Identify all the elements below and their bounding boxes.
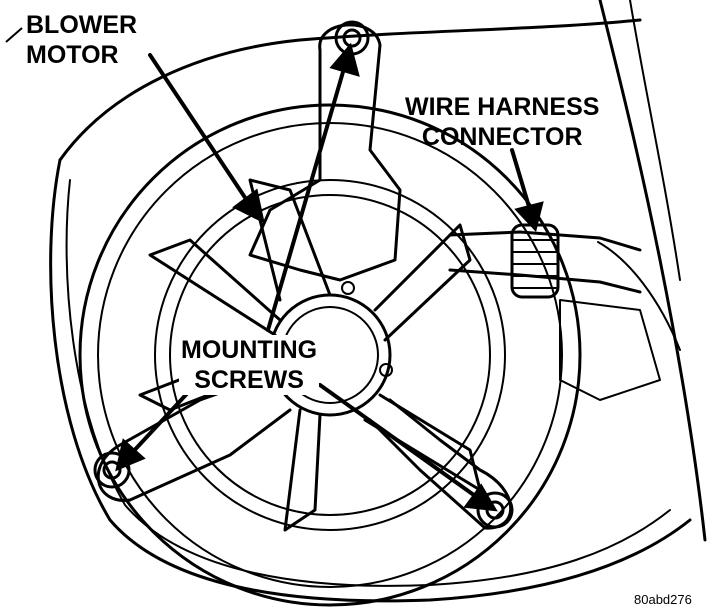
wire-harness-label-line1: WIRE HARNESS xyxy=(405,93,600,121)
left-screw-boss xyxy=(93,451,131,489)
mounting-screws-label-line2: SCREWS xyxy=(194,366,304,394)
mounting-screws-label: MOUNTING SCREWS xyxy=(179,335,320,395)
screws-leader-right xyxy=(318,383,480,500)
hub-screw-1 xyxy=(341,281,355,295)
fan-blade-2 xyxy=(373,223,472,342)
screws-arrowhead-right xyxy=(463,483,498,512)
blower-motor-label: BLOWER MOTOR xyxy=(26,10,137,70)
wire-harness xyxy=(448,230,642,252)
right-panel-edge xyxy=(598,0,707,542)
blower-tick xyxy=(5,27,23,43)
housing-outline xyxy=(49,158,692,603)
right-screw-boss xyxy=(476,491,514,529)
screws-leader-top xyxy=(266,63,347,332)
connector-ribs xyxy=(513,239,557,289)
blower-ring-3 xyxy=(154,179,506,531)
wire-harness-2 xyxy=(448,268,642,294)
housing-top-edge xyxy=(58,18,642,162)
right-panel-detail xyxy=(559,299,661,401)
figure-id: 80abd276 xyxy=(634,592,692,607)
wire-harness-label-line2: CONNECTOR xyxy=(421,123,583,151)
fan-blade-1 xyxy=(248,178,332,302)
fan-blade-3 xyxy=(363,393,482,492)
blower-arrowhead xyxy=(232,188,265,224)
mounting-screws-label-line1: MOUNTING xyxy=(181,336,318,364)
fan-blade-6 xyxy=(148,238,282,337)
harness-arrowhead xyxy=(514,201,544,233)
right-panel-edge-2 xyxy=(629,0,681,281)
screws-arrowhead-top xyxy=(329,42,360,77)
wire-tail xyxy=(597,241,681,351)
blower-ring-4 xyxy=(169,194,491,516)
fan-blade-4 xyxy=(283,408,322,532)
screws-leader-left xyxy=(128,383,197,457)
screws-arrowhead-left xyxy=(115,438,146,472)
blower-motor-label-line2: MOTOR xyxy=(26,41,119,69)
wire-harness-connector-label: WIRE HARNESS CONNECTOR xyxy=(405,92,599,152)
blower-ring-outer xyxy=(78,103,582,607)
left-screw xyxy=(102,460,122,480)
blower-leader-line xyxy=(148,53,252,207)
mounting-arm-top xyxy=(248,23,402,282)
hub-screw-2 xyxy=(379,363,393,377)
blower-motor-label-line1: BLOWER xyxy=(26,11,138,39)
harness-leader-line xyxy=(510,148,532,212)
top-screw xyxy=(342,28,362,48)
